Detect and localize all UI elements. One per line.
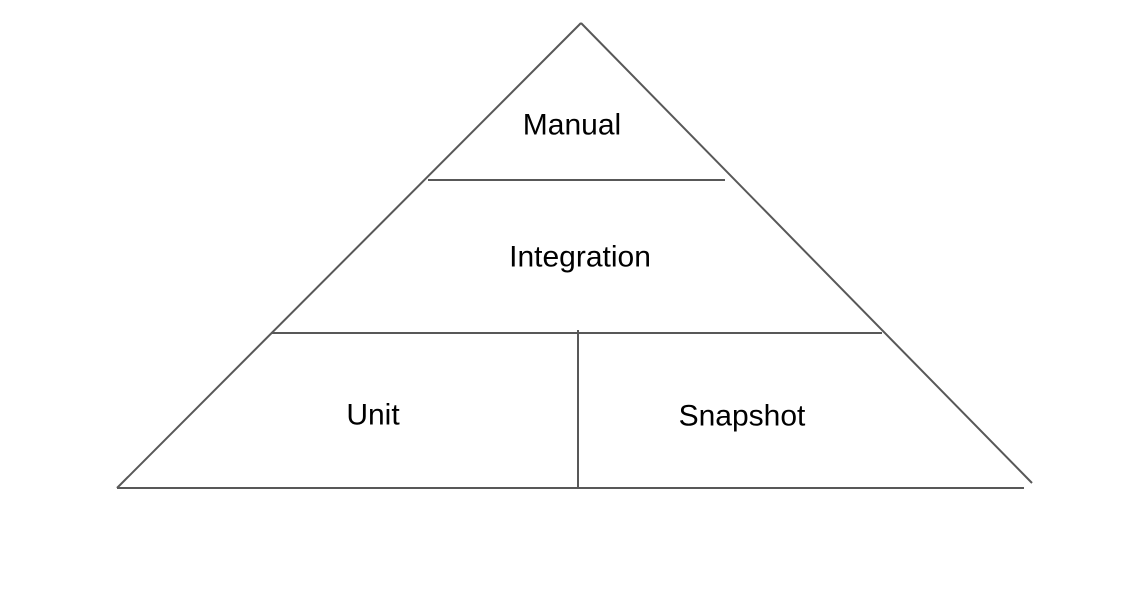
pyramid-right-edge <box>580 22 1033 484</box>
integration-level-label: Integration <box>509 240 651 274</box>
unit-level-label: Unit <box>346 398 400 432</box>
pyramid-left-edge <box>116 22 582 489</box>
snapshot-level-label: Snapshot <box>678 399 806 433</box>
manual-level-label: Manual <box>522 108 622 142</box>
